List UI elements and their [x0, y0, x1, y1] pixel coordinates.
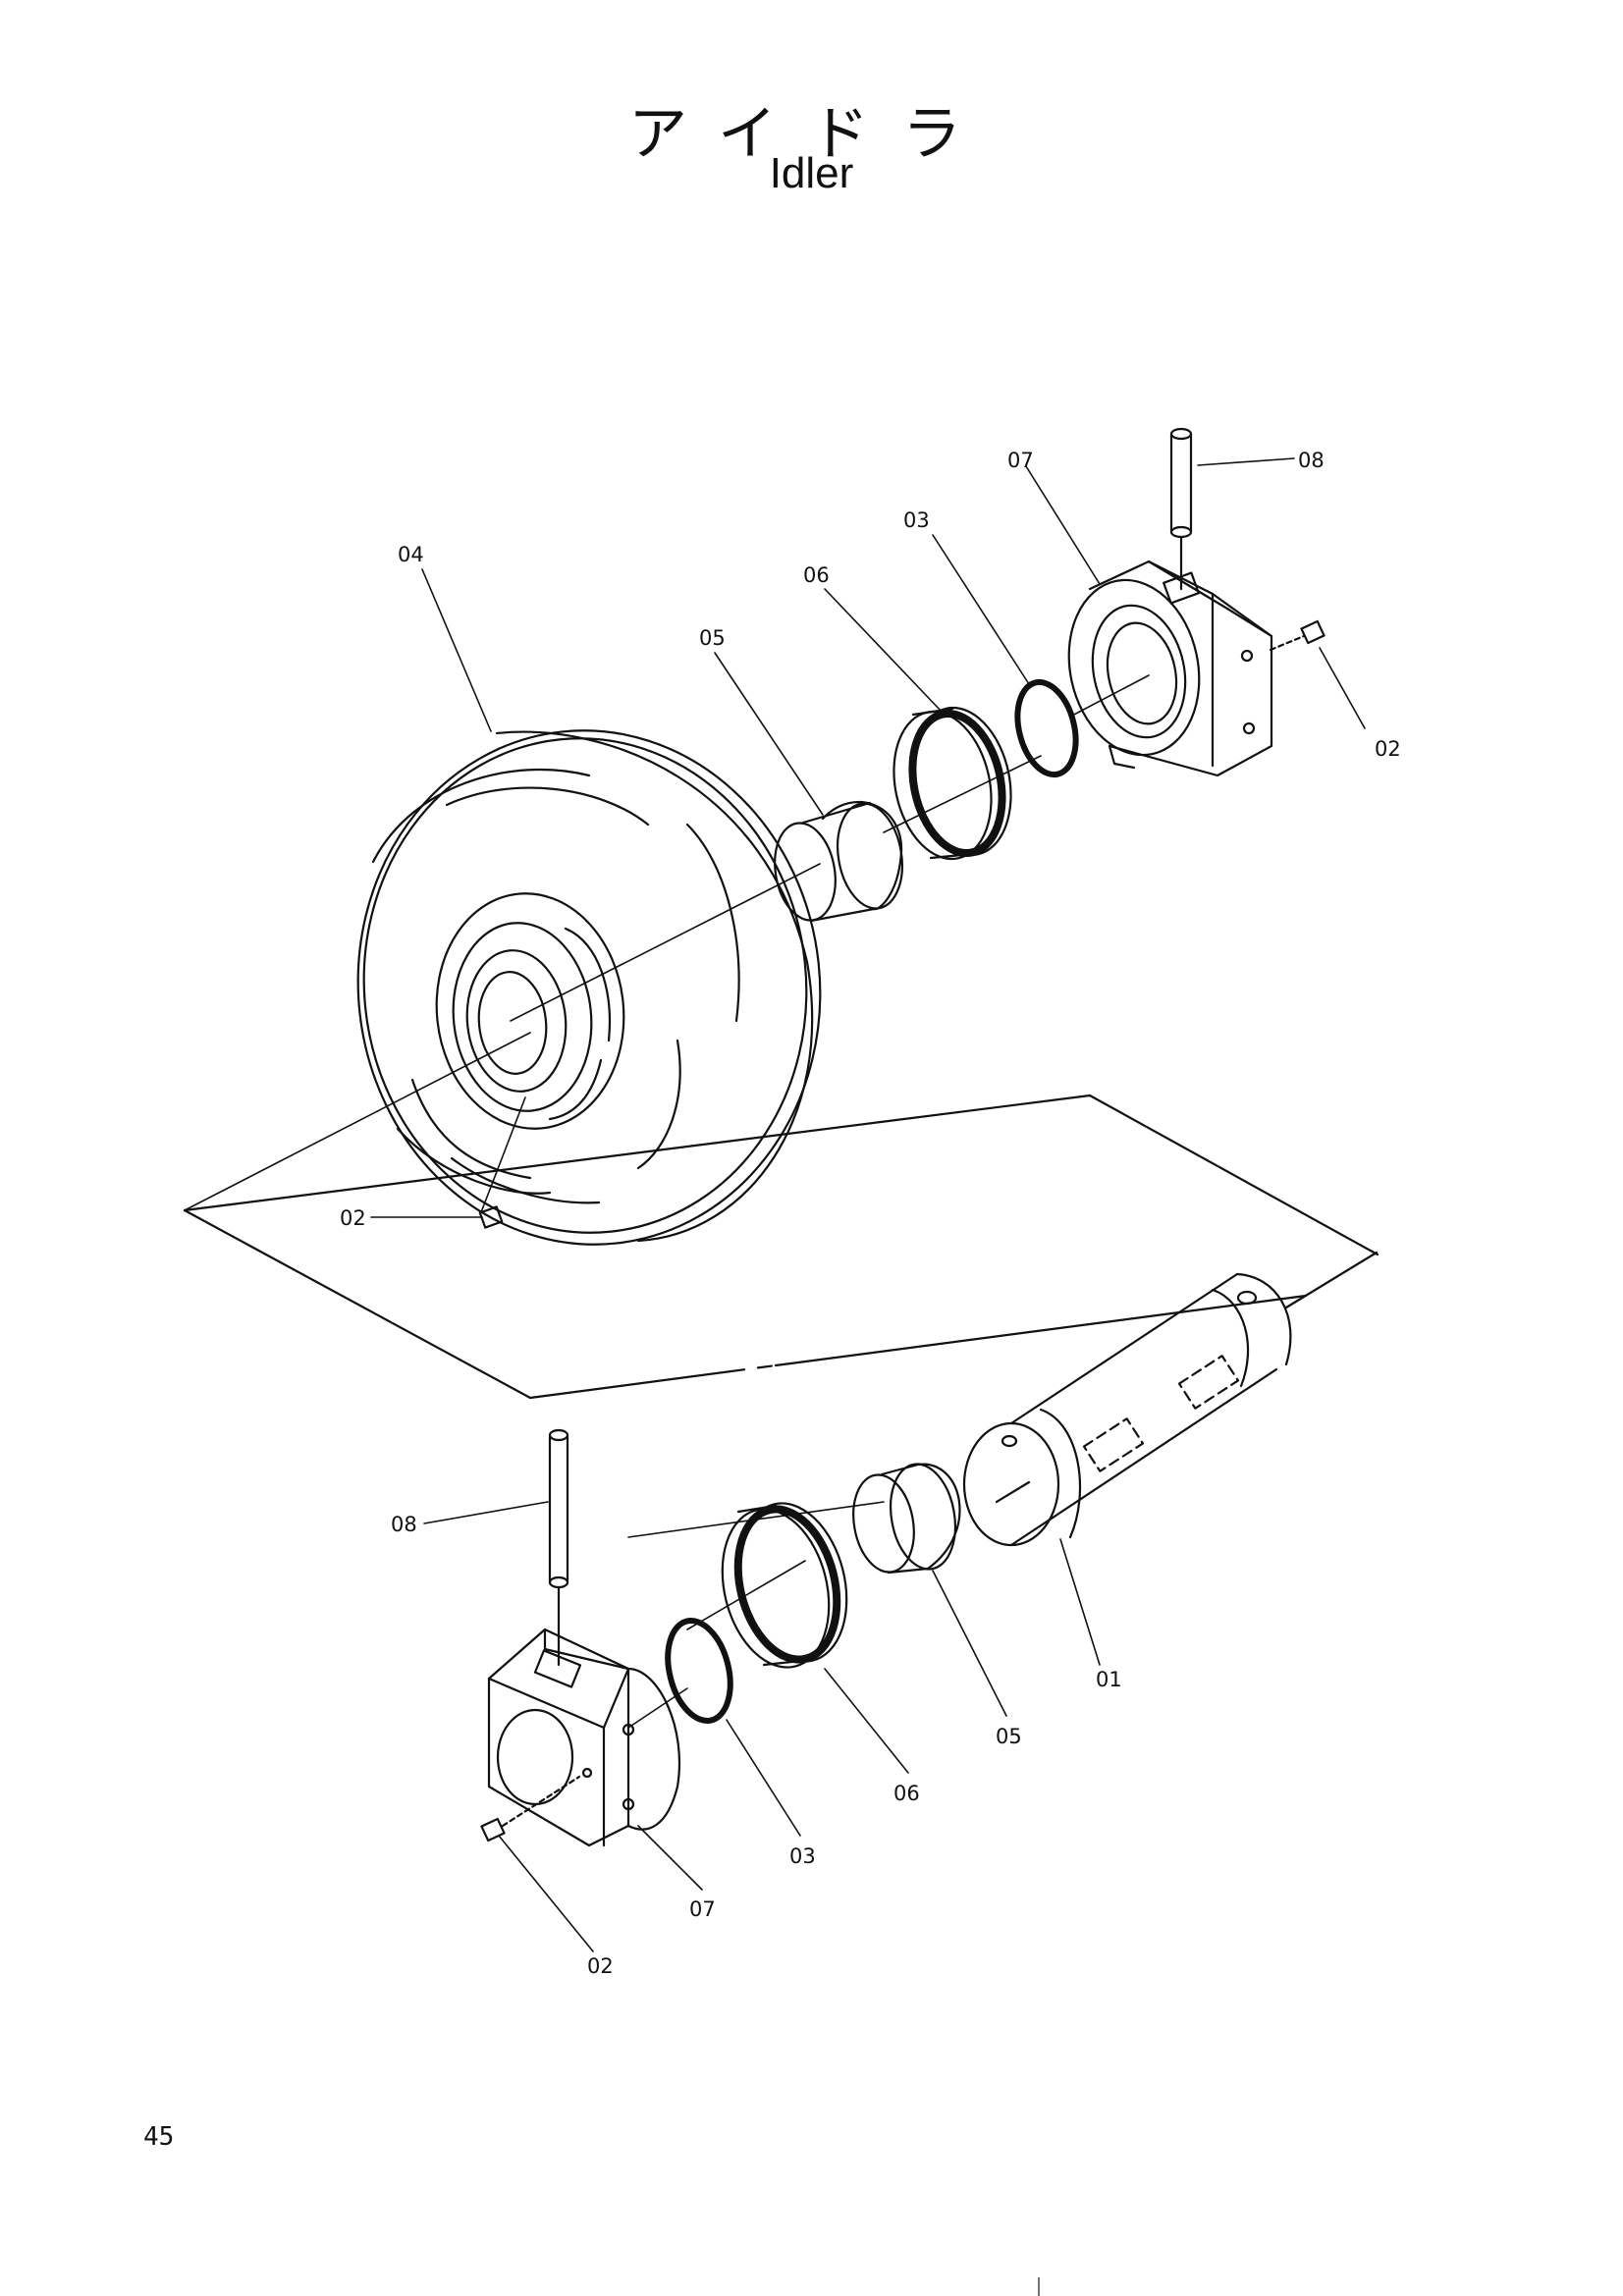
callout-02-upper: 02 — [1375, 737, 1401, 761]
bracket-lower — [487, 1628, 681, 1847]
callout-06-lower: 06 — [893, 1782, 920, 1805]
callout-07-lower: 07 — [689, 1897, 716, 1921]
plug-lower — [480, 1775, 581, 1842]
callout-05-lower: 05 — [996, 1725, 1022, 1748]
page-title-japanese: アイドラ — [628, 100, 995, 169]
callout-02-wheel: 02 — [340, 1206, 366, 1230]
callout-05-upper: 05 — [699, 626, 726, 650]
leader-lines — [370, 457, 1366, 1952]
o-ring-upper — [1014, 678, 1079, 778]
pin-upper — [1169, 427, 1193, 591]
callout-04: 04 — [398, 543, 424, 566]
callout-01: 01 — [1096, 1668, 1122, 1691]
callout-labels: 04 05 06 03 07 08 02 02 08 01 05 06 03 0… — [340, 449, 1401, 1978]
callout-08-lower: 08 — [391, 1513, 417, 1536]
bracket-upper — [1067, 560, 1273, 777]
reference-plane — [183, 1094, 1380, 1400]
callout-08-upper: 08 — [1298, 449, 1325, 472]
shaft — [962, 1251, 1379, 1547]
callout-07-upper: 07 — [1007, 449, 1034, 472]
seal-ring-upper — [893, 706, 1012, 861]
page-title-english: Idler — [769, 149, 854, 197]
o-ring-lower — [665, 1618, 733, 1724]
pin-lower — [548, 1428, 569, 1667]
seal-ring-lower — [721, 1502, 848, 1669]
idler-wheel — [356, 729, 822, 1246]
callout-03-upper: 03 — [903, 508, 930, 532]
callout-02-lower: 02 — [587, 1954, 614, 1978]
callout-03-lower: 03 — [789, 1844, 816, 1868]
bushing-lower — [852, 1463, 961, 1575]
page-number: 45 — [143, 2122, 175, 2152]
assembly-axis-lines — [184, 674, 1150, 1729]
bushing-upper — [774, 801, 903, 923]
callout-06-upper: 06 — [803, 563, 830, 587]
plug-wheel — [478, 1205, 504, 1229]
plug-upper — [1269, 619, 1325, 652]
